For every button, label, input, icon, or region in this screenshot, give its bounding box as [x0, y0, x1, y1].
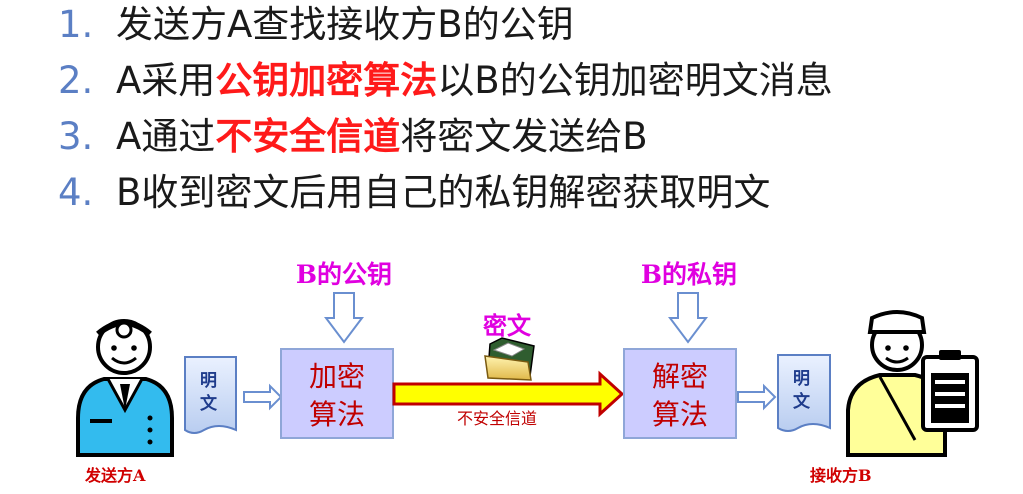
public-key-label: B的公钥	[296, 260, 392, 289]
output-arrow-icon	[737, 383, 777, 411]
plaintext-text: 明	[793, 369, 810, 389]
decryption-algorithm-text: 解密	[652, 360, 708, 393]
plaintext-text: 文	[793, 391, 811, 412]
step-text: B收到密文后用自己的私钥解密获取明文	[116, 171, 771, 214]
clipboard-icon	[921, 350, 979, 432]
plaintext-text: 明	[200, 371, 217, 391]
encryption-algorithm-box	[280, 348, 394, 439]
step-text-after: 以B的公钥加密明文消息	[437, 59, 833, 102]
sender-label: 发送方A	[84, 466, 146, 485]
private-key-arrow-icon	[668, 292, 708, 344]
step-item-2: 2. A采用公钥加密算法以B的公钥加密明文消息	[58, 58, 833, 104]
step-number: 2.	[58, 59, 94, 102]
step-highlight: 不安全信道	[215, 115, 401, 158]
receiver-nurse-icon	[846, 310, 947, 457]
input-arrow-icon	[243, 383, 283, 411]
plaintext-document-icon	[184, 356, 237, 434]
decryption-algorithm-text: 算法	[652, 398, 708, 431]
sender-doctor-icon	[76, 319, 174, 457]
channel-label: 不安全信道	[457, 409, 537, 428]
ciphertext-folder-icon	[484, 337, 535, 381]
decryption-algorithm-box	[623, 348, 737, 439]
step-number: 4.	[58, 171, 94, 214]
public-key-arrow-icon	[324, 292, 364, 344]
step-item-4: 4. B收到密文后用自己的私钥解密获取明文	[58, 170, 770, 216]
step-number: 1.	[58, 3, 94, 46]
step-highlight: 公钥加密算法	[215, 59, 438, 102]
step-text: A通过	[116, 115, 216, 158]
step-number: 3.	[58, 115, 94, 158]
step-text: 发送方A查找接收方B的公钥	[116, 3, 574, 46]
step-text-after: 将密文发送给B	[400, 115, 648, 158]
step-text: A采用	[116, 59, 216, 102]
private-key-label: B的私钥	[641, 260, 737, 289]
encryption-algorithm-text: 加密	[309, 360, 365, 393]
plaintext-document-icon	[777, 354, 831, 432]
ciphertext-label: 密文	[483, 311, 532, 340]
plaintext-text: 文	[200, 393, 218, 414]
receiver-label: 接收方B	[810, 466, 872, 485]
insecure-channel-arrow-icon	[392, 370, 625, 418]
encryption-algorithm-text: 算法	[309, 398, 365, 431]
step-item-3: 3. A通过不安全信道将密文发送给B	[58, 114, 648, 160]
step-item-1: 1. 发送方A查找接收方B的公钥	[58, 2, 574, 48]
